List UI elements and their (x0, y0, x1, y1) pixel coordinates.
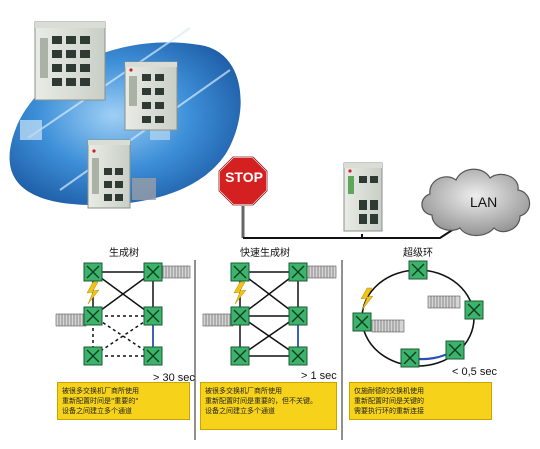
stop-sign (218, 156, 268, 238)
switch-device-large (34, 21, 106, 101)
switch-node-icon (288, 306, 308, 326)
recovery-time-hiper-ring: < 0,5 sec (452, 366, 497, 378)
switch-device-medium (124, 61, 178, 131)
note-line: 设备之间建立多个通道 (62, 407, 132, 415)
switch-node-icon (464, 300, 484, 320)
note-line: 重新配置时间是关键的 (354, 397, 424, 405)
fault-lightning-icon (360, 287, 374, 311)
switch-node-icon (408, 260, 428, 280)
product-illustration (9, 21, 241, 209)
ethernet-switch-device (343, 162, 383, 232)
panel-title-rapid-spanning-tree: 快速生成树 (240, 248, 290, 259)
switch-node-icon (230, 346, 250, 366)
switch-node-icon (400, 348, 420, 368)
recovery-time-spanning-tree: > 30 sec (153, 372, 195, 384)
panel-title-hiper-ring: 超级环 (403, 248, 433, 259)
stop-sign-text: STOP (225, 169, 263, 185)
lan-cloud (421, 168, 531, 237)
note-line: 重新配置时间是重要的，但不关键。 (205, 397, 317, 405)
recovery-time-rapid-spanning-tree: > 1 sec (301, 370, 337, 382)
switch-node-icon (143, 306, 163, 326)
note-line: 被很多交换机厂商所使用 (62, 387, 139, 395)
switch-node-icon (230, 262, 250, 282)
fault-lightning-icon (86, 281, 100, 305)
switch-node-icon (83, 346, 103, 366)
switch-node-icon (143, 262, 163, 282)
panel-title-spanning-tree: 生成树 (109, 248, 139, 259)
note-line: 被很多交换机厂商所使用 (205, 387, 282, 395)
switch-node-icon (445, 340, 465, 360)
note-line: 仅施耐德的交换机使用 (354, 387, 424, 395)
fault-lightning-icon (233, 281, 247, 305)
device-stripes (58, 266, 456, 332)
switch-node-icon (288, 346, 308, 366)
network-link-line (243, 224, 461, 239)
switch-device-small (87, 139, 131, 209)
spanning-tree-topology (86, 271, 154, 357)
switch-node-icon (83, 306, 103, 326)
note-rapid-spanning-tree: 被很多交换机厂商所使用 重新配置时间是重要的，但不关键。 设备之间建立多个通道 (200, 382, 337, 430)
note-line: 重新配置时间是"重要的" (62, 397, 139, 405)
switch-node-icon (230, 306, 250, 326)
note-line: 设备之间建立多个通道 (205, 407, 275, 415)
note-line: 需要执行环的重新连接 (354, 407, 424, 415)
switch-node-icon (83, 262, 103, 282)
switch-nodes (83, 260, 484, 368)
switch-node-icon (288, 262, 308, 282)
switch-node-icon (143, 346, 163, 366)
note-hiper-ring: 仅施耐德的交换机使用 重新配置时间是关键的 需要执行环的重新连接 (349, 382, 492, 420)
switch-node-icon (352, 312, 372, 332)
note-spanning-tree: 被很多交换机厂商所使用 重新配置时间是"重要的" 设备之间建立多个通道 (57, 382, 190, 420)
lan-label: LAN (470, 194, 498, 210)
